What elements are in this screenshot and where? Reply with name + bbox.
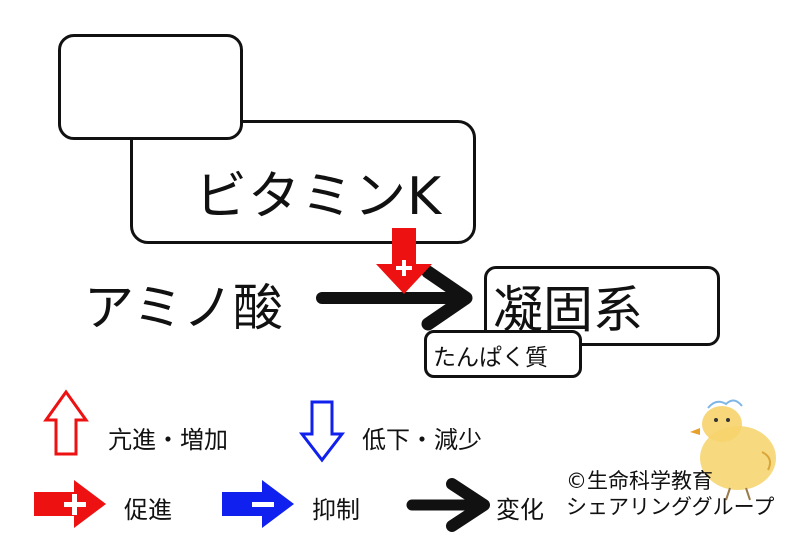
amino-acid-label: アミノ酸	[84, 279, 283, 337]
up-arrow-icon	[43, 389, 89, 456]
protein-label: たんぱく質	[433, 345, 548, 371]
vitamin-k-box	[130, 120, 476, 244]
promote-down-arrow-icon	[376, 228, 432, 294]
change-arrow-icon	[406, 478, 490, 532]
down-arrow-icon	[298, 400, 346, 463]
credit-line-1: ©生命科学教育	[566, 469, 713, 493]
chick-icon	[690, 399, 776, 501]
minus-arrow-icon	[222, 480, 294, 528]
plus-arrow-icon	[34, 480, 106, 528]
legend-promote-label: 促進	[124, 496, 172, 524]
vitamin-k-label: ビタミンK	[195, 167, 443, 227]
empty-box	[58, 34, 243, 140]
coagulation-label: 凝固系	[493, 281, 643, 339]
credit-line-2: シェアリンググループ	[566, 495, 775, 519]
legend-increase-label: 亢進・増加	[108, 426, 228, 454]
legend-change-label: 変化	[496, 496, 544, 524]
main-change-arrow	[316, 265, 473, 331]
legend-decrease-label: 低下・減少	[362, 426, 482, 454]
protein-box	[424, 330, 582, 378]
legend-inhibit-label: 抑制	[312, 496, 360, 524]
